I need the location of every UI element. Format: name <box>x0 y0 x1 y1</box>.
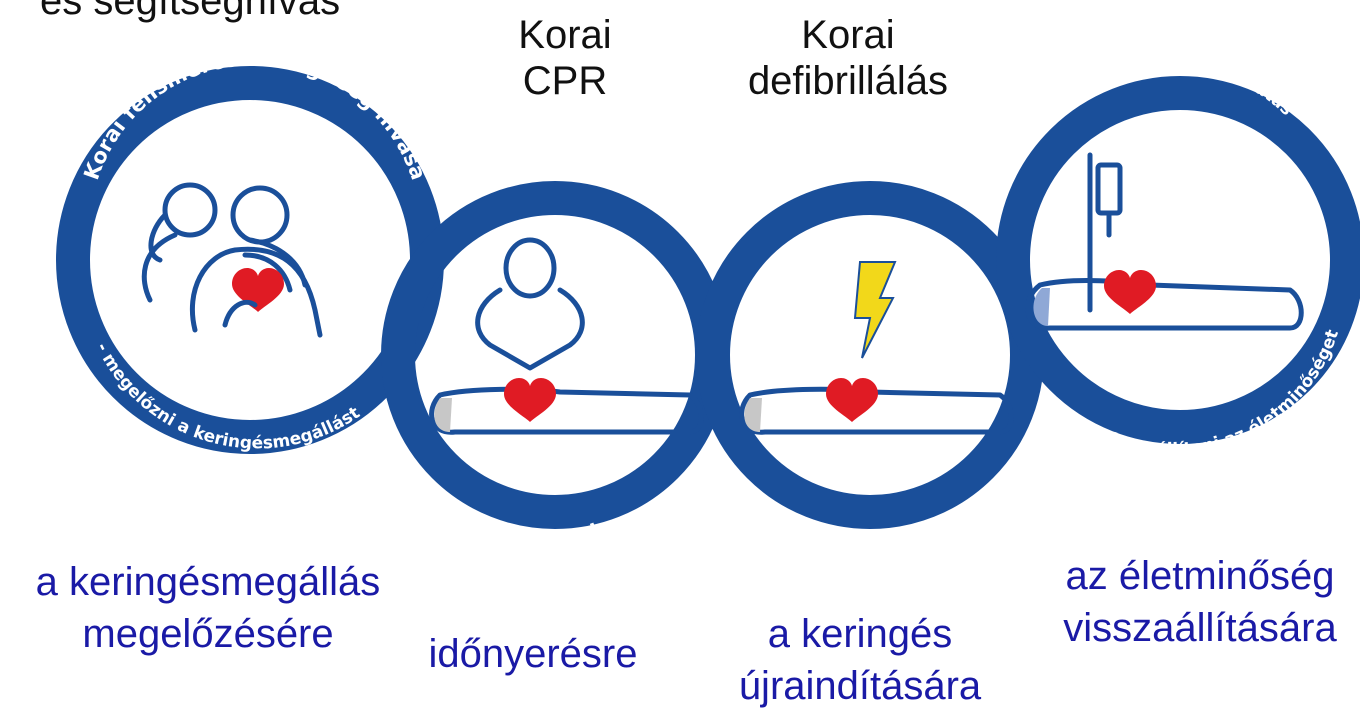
ring-3-bottom-text: - újraindítani a szívet <box>762 530 993 598</box>
ring-1-bottom-text: - megelőzni a keringésmegállást <box>92 340 364 454</box>
label-gain-time: időnyerésre <box>408 628 658 680</box>
caller-with-phone-icon <box>144 185 320 335</box>
iv-drip-icon <box>1028 155 1302 328</box>
heart-icon <box>504 378 556 422</box>
label-restart-line2: újraindítására <box>710 660 1010 712</box>
lightning-bolt-icon <box>742 262 1012 432</box>
ring-3 <box>713 198 1027 512</box>
label-restart: a keringés újraindítására <box>710 608 1010 712</box>
label-quality-line1: az életminőség <box>1040 550 1360 602</box>
label-quality-line2: visszaállítására <box>1040 602 1360 654</box>
label-quality-of-life: az életminőség visszaállítására <box>1040 550 1360 654</box>
label-prevention-line1: a keringésmegállás <box>8 556 408 608</box>
chest-compression-icon <box>432 240 702 432</box>
heart-icon <box>826 378 878 422</box>
heart-icon <box>1104 270 1156 314</box>
label-restart-line1: a keringés <box>710 608 1010 660</box>
ring-4 <box>1013 93 1347 427</box>
label-prevention: a keringésmegállás megelőzésére <box>8 556 408 660</box>
label-prevention-line2: megelőzésére <box>8 608 408 660</box>
